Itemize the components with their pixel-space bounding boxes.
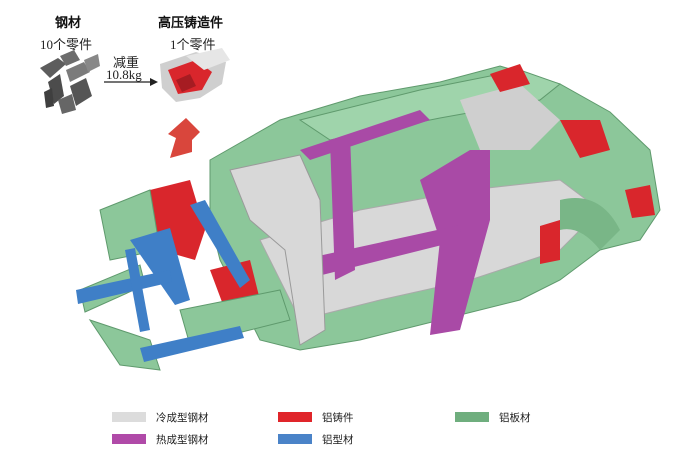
legend-swatch (112, 412, 146, 422)
casting-title: 高压铸造件 (158, 15, 224, 30)
legend-label: 冷成型钢材 (156, 411, 209, 424)
legend-swatch (278, 412, 312, 422)
legend-cold-steel: 冷成型钢材 (112, 410, 209, 424)
legend-al-sheet: 铝板材 (455, 410, 531, 424)
legend-label: 铝板材 (499, 411, 531, 424)
steel-parts-illustration (40, 50, 100, 114)
car-body-diagram (40, 48, 661, 371)
legend-hot-steel: 热成型钢材 (112, 432, 209, 446)
car-body (76, 64, 661, 371)
steel-title: 钢材 (55, 15, 82, 30)
steel-parts-count: 10个零件 (40, 37, 93, 52)
legend-label: 铝型材 (322, 433, 354, 446)
legend-swatch (455, 412, 489, 422)
casting-parts-count: 1个零件 (170, 37, 216, 52)
legend-swatch (278, 434, 312, 444)
reduction-arrow-icon (104, 78, 158, 86)
legend-swatch (112, 434, 146, 444)
legend-label: 热成型钢材 (156, 433, 209, 446)
legend-al-profile: 铝型材 (278, 432, 354, 446)
weight-reduction-label: 减重 (113, 55, 140, 70)
casting-part-illustration (160, 48, 230, 102)
legend-al-casting: 铝铸件 (278, 410, 354, 424)
legend-label: 铝铸件 (322, 411, 354, 424)
weight-reduction-value: 10.8kg (106, 67, 142, 82)
down-arrow-icon (168, 118, 200, 158)
